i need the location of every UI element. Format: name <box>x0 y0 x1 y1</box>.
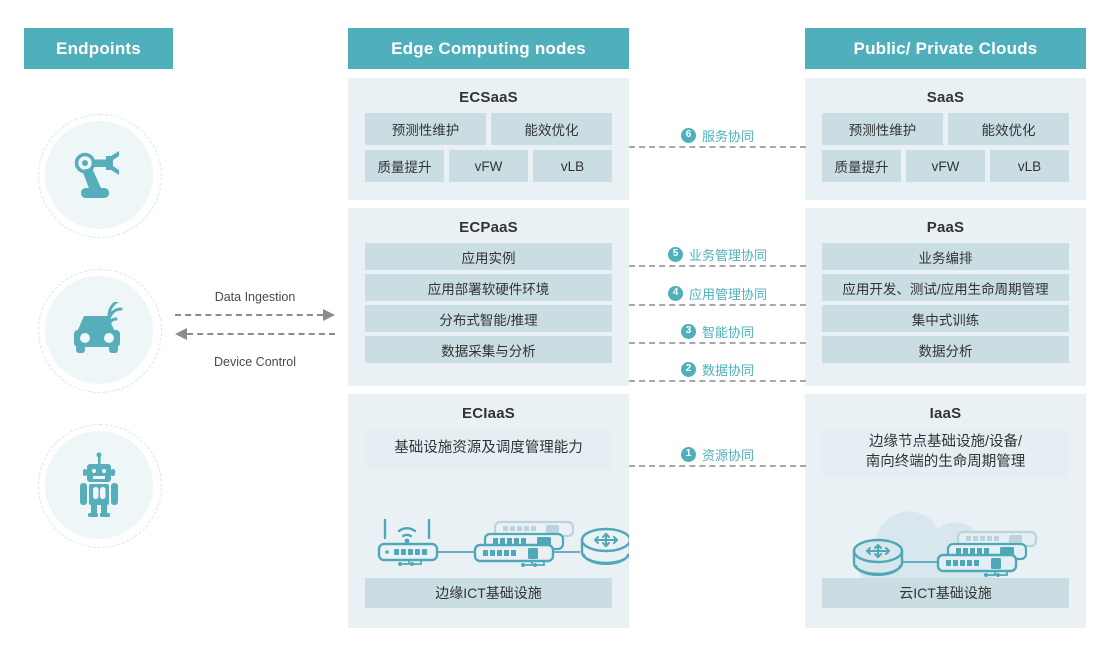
connector-resource-collaboration: 1 资源协同 <box>629 443 806 467</box>
paas-item[interactable]: 数据分析 <box>822 336 1069 363</box>
iaas-capability-line-2: 南向终端的生命周期管理 <box>865 454 1026 470</box>
saas-item[interactable]: 能效优化 <box>948 113 1069 145</box>
saas-item[interactable]: vFW <box>906 150 985 182</box>
iaas-capability[interactable]: 边缘节点基础设施/设备/ 南向终端的生命周期管理 <box>822 429 1069 477</box>
connector-text: 服务协同 <box>701 128 754 144</box>
endpoint-humanoid-robot <box>45 431 153 539</box>
flow-arrow-right <box>175 308 335 322</box>
ecpaas-item[interactable]: 应用部署软硬件环境 <box>365 274 612 301</box>
endpoint-connected-car <box>45 276 153 384</box>
saas-item[interactable]: 预测性维护 <box>822 113 943 145</box>
connector-text: 资源协同 <box>701 447 754 463</box>
flow-device-control-label: Device Control <box>214 355 296 369</box>
endpoint-ring <box>38 269 162 393</box>
panel-ecsaas: ECSaaS 预测性维护 能效优化 质量提升 vFW vLB <box>348 78 629 200</box>
panel-iaas-title: IaaS <box>929 405 962 422</box>
connector-text: 数据协同 <box>701 362 754 378</box>
ecsaas-item[interactable]: 预测性维护 <box>365 113 486 145</box>
column-header-edge-label: Edge Computing nodes <box>391 38 586 58</box>
ecpaas-item[interactable]: 应用实例 <box>365 243 612 270</box>
connector-badge: 3 <box>680 323 696 339</box>
column-header-cloud-label: Public/ Private Clouds <box>853 38 1038 58</box>
flow-data-ingestion: Data Ingestion <box>175 290 335 322</box>
connector-data-collaboration: 2 数据协同 <box>629 358 806 382</box>
connector-service-collaboration: 6 服务协同 <box>629 124 806 148</box>
connector-dashed-line <box>629 265 806 267</box>
connector-dashed-line <box>629 380 806 382</box>
ecsaas-row-2: 质量提升 vFW vLB <box>348 150 629 187</box>
connector-text: 业务管理协同 <box>688 247 767 263</box>
panel-ecsaas-title: ECSaaS <box>459 89 518 106</box>
iaas-capability-line-1: 边缘节点基础设施/设备/ <box>868 434 1023 451</box>
connector-intelligence-collaboration: 3 智能协同 <box>629 320 806 344</box>
cloud-network-devices-icon <box>805 506 1086 602</box>
connector-badge: 1 <box>680 446 696 462</box>
column-header-endpoints-label: Endpoints <box>56 38 141 58</box>
panel-eciaas-title: ECIaaS <box>462 405 515 422</box>
saas-row-2: 质量提升 vFW vLB <box>805 150 1086 187</box>
endpoint-robotic-arm <box>45 121 153 229</box>
connector-badge: 5 <box>667 246 683 262</box>
endpoint-ring <box>38 114 162 238</box>
connector-label: 6 服务协同 <box>629 124 806 146</box>
saas-item[interactable]: 质量提升 <box>822 150 901 182</box>
connector-badge: 4 <box>667 285 683 301</box>
iaas-footer[interactable]: 云ICT基础设施 <box>822 578 1069 608</box>
ecpaas-rows: 应用实例 应用部署软硬件环境 分布式智能/推理 数据采集与分析 <box>348 243 629 363</box>
flow-data-ingestion-label: Data Ingestion <box>214 290 296 304</box>
ecpaas-item[interactable]: 分布式智能/推理 <box>365 305 612 332</box>
connector-text: 应用管理协同 <box>688 286 767 302</box>
panel-ecpaas: ECPaaS 应用实例 应用部署软硬件环境 分布式智能/推理 数据采集与分析 <box>348 208 629 386</box>
connector-label: 4 应用管理协同 <box>629 282 806 304</box>
column-header-endpoints: Endpoints <box>24 28 173 69</box>
eciaas-footer[interactable]: 边缘ICT基础设施 <box>365 578 612 608</box>
connector-business-management-collaboration: 5 业务管理协同 <box>629 243 806 267</box>
connector-badge: 6 <box>680 127 696 143</box>
saas-row-1: 预测性维护 能效优化 <box>805 113 1086 150</box>
flow-device-control: Device Control <box>175 327 335 373</box>
panel-saas-title: SaaS <box>926 89 965 106</box>
connector-label: 5 业务管理协同 <box>629 243 806 265</box>
connector-dashed-line <box>629 146 806 148</box>
ecsaas-item[interactable]: 质量提升 <box>365 150 444 182</box>
ecpaas-item[interactable]: 数据采集与分析 <box>365 336 612 363</box>
eciaas-capability[interactable]: 基础设施资源及调度管理能力 <box>365 429 612 469</box>
connector-dashed-line <box>629 342 806 344</box>
panel-eciaas: ECIaaS 基础设施资源及调度管理能力 <box>348 394 632 628</box>
endpoint-ring <box>38 424 162 548</box>
saas-item[interactable]: vLB <box>990 150 1069 182</box>
ecsaas-item[interactable]: vLB <box>533 150 612 182</box>
connector-label: 2 数据协同 <box>629 358 806 380</box>
connector-dashed-line <box>629 304 806 306</box>
ecsaas-row-1: 预测性维护 能效优化 <box>348 113 629 150</box>
connector-badge: 2 <box>680 361 696 377</box>
paas-item[interactable]: 应用开发、测试/应用生命周期管理 <box>822 274 1069 301</box>
connected-car-icon <box>74 302 123 353</box>
robotic-arm-icon <box>74 151 119 198</box>
column-header-cloud: Public/ Private Clouds <box>805 28 1086 69</box>
ecsaas-item[interactable]: 能效优化 <box>491 113 612 145</box>
ecsaas-item[interactable]: vFW <box>449 150 528 182</box>
paas-item[interactable]: 集中式训练 <box>822 305 1069 332</box>
connector-label: 1 资源协同 <box>629 443 806 465</box>
panel-paas: PaaS 业务编排 应用开发、测试/应用生命周期管理 集中式训练 数据分析 <box>805 208 1086 386</box>
connector-application-management-collaboration: 4 应用管理协同 <box>629 282 806 306</box>
connector-text: 智能协同 <box>701 324 754 340</box>
connector-label: 3 智能协同 <box>629 320 806 342</box>
column-header-edge: Edge Computing nodes <box>348 28 629 69</box>
edge-network-devices-icon <box>348 498 632 594</box>
flow-arrow-left <box>175 327 335 341</box>
panel-ecpaas-title: ECPaaS <box>459 219 518 236</box>
humanoid-robot-icon <box>80 452 118 517</box>
panel-paas-title: PaaS <box>926 219 965 236</box>
panel-saas: SaaS 预测性维护 能效优化 质量提升 vFW vLB <box>805 78 1086 200</box>
connector-dashed-line <box>629 465 806 467</box>
paas-item[interactable]: 业务编排 <box>822 243 1069 270</box>
panel-iaas: IaaS 边缘节点基础设施/设备/ 南向终端的生命周期管理 <box>805 394 1086 628</box>
paas-rows: 业务编排 应用开发、测试/应用生命周期管理 集中式训练 数据分析 <box>805 243 1086 363</box>
